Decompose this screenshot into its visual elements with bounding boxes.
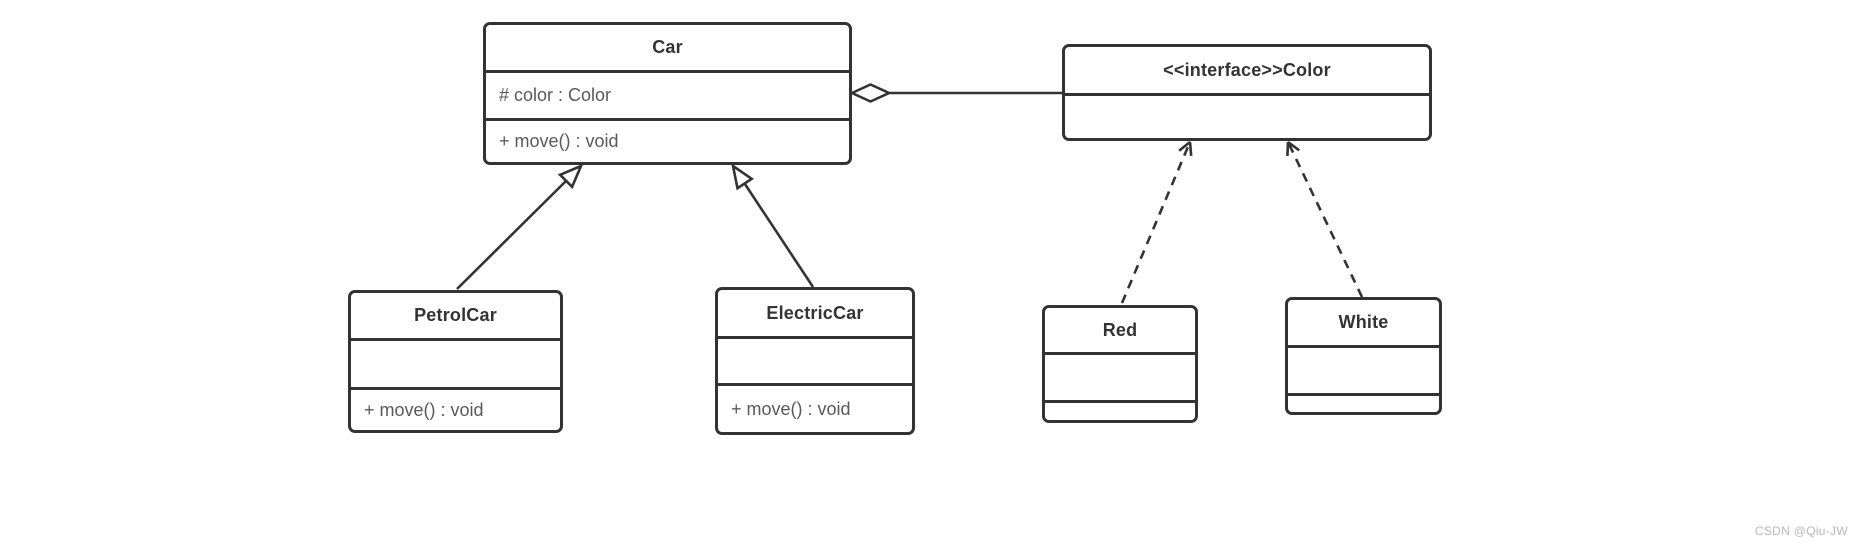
open-arrowhead [1286, 140, 1300, 157]
hollow-diamond-icon [848, 83, 893, 103]
class-box-red: Red [1042, 305, 1198, 423]
aggregation-connector-car-color [848, 83, 1062, 103]
hollow-triangle-arrowhead [557, 163, 584, 190]
class-title: <<interface>>Color [1163, 59, 1331, 80]
realization-arrow-white-color [1286, 140, 1364, 298]
csdn-watermark: CSDN @Qiu-JW [1754, 524, 1848, 538]
class-attributes-empty [718, 336, 912, 383]
open-arrowhead [1178, 140, 1193, 157]
class-title: Car [652, 37, 683, 57]
class-box-color-interface: <<interface>>Color [1062, 44, 1432, 141]
class-attribute: # color : Color [486, 70, 849, 118]
class-attributes-empty [351, 338, 560, 387]
class-attributes-empty [1045, 352, 1195, 400]
hollow-triangle-arrowhead [731, 163, 755, 191]
class-title: Red [1102, 319, 1138, 340]
class-title: PetrolCar [414, 305, 497, 325]
class-method: + move() : void [486, 118, 849, 162]
class-title: ElectricCar [766, 302, 864, 323]
class-box-petrolcar: PetrolCar + move() : void [348, 290, 563, 433]
class-methods-empty [1288, 393, 1439, 412]
realization-arrow-red-color [1120, 140, 1193, 304]
generalization-arrow-electriccar-car [731, 163, 815, 288]
class-box-car: Car # color : Color + move() : void [483, 22, 852, 165]
class-title: White [1338, 312, 1389, 332]
class-attributes-empty [1288, 345, 1439, 393]
class-method: + move() : void [351, 387, 560, 430]
class-box-electriccar: ElectricCar + move() : void [715, 287, 915, 435]
class-methods-empty [1045, 400, 1195, 420]
class-box-white: White [1285, 297, 1442, 415]
class-body-empty [1065, 93, 1429, 138]
generalization-arrow-petrolcar-car [456, 163, 584, 290]
class-method: + move() : void [718, 383, 912, 432]
